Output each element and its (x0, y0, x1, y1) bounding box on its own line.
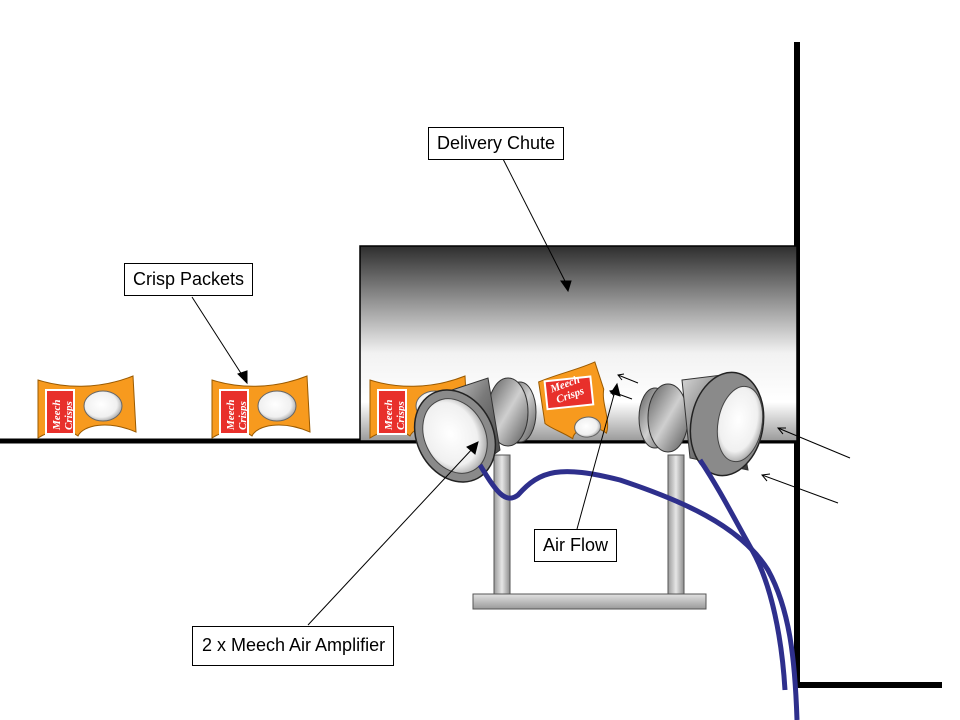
air-hose (697, 458, 788, 691)
delivery-chute-label: Delivery Chute (428, 127, 565, 160)
crisp-packet-icon: MeechCrisps (538, 361, 609, 440)
packet-line2: Crisps (395, 401, 407, 430)
crisp-packet-icon: MeechCrisps (37, 375, 137, 439)
packet-line2: Crisps (63, 401, 75, 430)
crisp-packets-label: Crisp Packets (124, 263, 254, 296)
svg-text:MeechCrisps: MeechCrisps (51, 399, 75, 431)
leader-lines (191, 156, 621, 626)
packet-line1: Meech (225, 399, 237, 431)
air-amplifier-icon (413, 377, 537, 483)
packet-line1: Meech (383, 399, 395, 431)
svg-text:MeechCrisps: MeechCrisps (383, 399, 407, 431)
crisp-packet-icon: MeechCrisps (369, 375, 469, 439)
air-flow-label: Air Flow (534, 529, 618, 562)
stand-base (472, 593, 707, 610)
crisp-packet-icon: MeechCrisps (211, 375, 311, 439)
air-amplifier-label: 2 x Meech Air Amplifier (192, 626, 395, 666)
packet-line2: Crisps (237, 401, 249, 430)
stand-post-right (667, 454, 685, 598)
air-hose (477, 463, 800, 720)
air-amplifier-icon (638, 371, 765, 477)
packet-line1: Meech (51, 399, 63, 431)
stand-post-left (493, 454, 511, 598)
svg-text:MeechCrisps: MeechCrisps (225, 399, 249, 431)
